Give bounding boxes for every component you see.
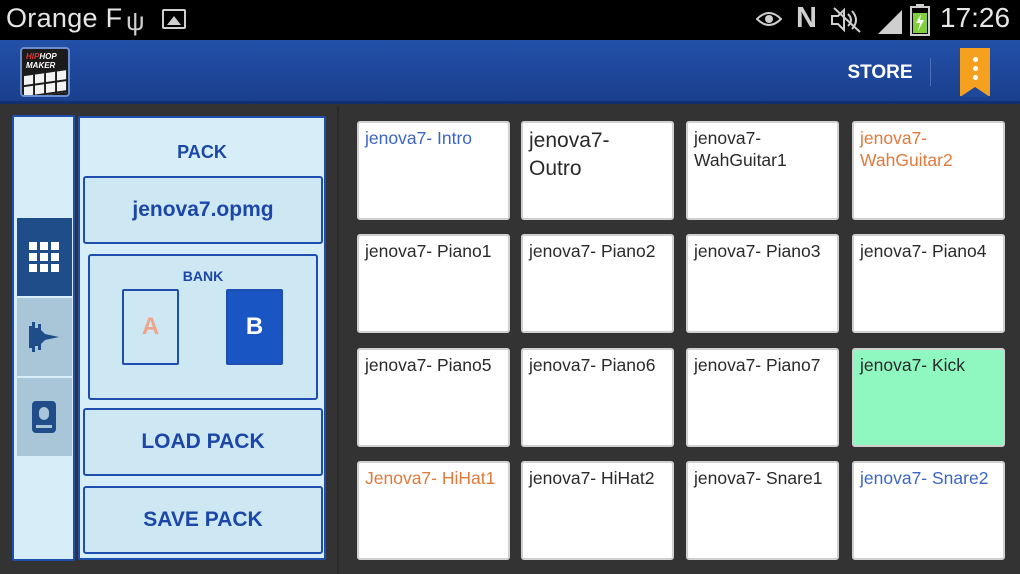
pad-grid-icon — [29, 242, 59, 272]
sample-pad[interactable]: jenova7- Snare2 — [852, 461, 1005, 560]
sample-pad[interactable]: jenova7- Outro — [521, 121, 674, 220]
sample-pad[interactable]: jenova7- Piano6 — [521, 348, 674, 447]
waveform-icon — [29, 322, 59, 352]
sample-pad[interactable]: jenova7- Piano5 — [357, 348, 510, 447]
pack-panel: PACK jenova7.opmg BANK A B LOAD PACK SAV… — [78, 116, 326, 560]
status-bar: Orange F ψ N 17:26 — [0, 0, 1020, 40]
bank-title: BANK — [182, 268, 224, 284]
sample-pad[interactable]: jenova7- Piano3 — [686, 234, 839, 333]
sample-pad[interactable]: jenova7- Kick — [852, 348, 1005, 447]
menu-dot-icon — [973, 75, 978, 80]
sample-pad[interactable]: jenova7- Piano2 — [521, 234, 674, 333]
mute-icon — [831, 7, 861, 33]
rail-tab-record[interactable] — [17, 378, 72, 456]
eye-icon — [756, 12, 782, 26]
sample-pad[interactable]: jenova7- Snare1 — [686, 461, 839, 560]
action-bar: HIPHOP MAKER STORE — [0, 40, 1020, 104]
side-navigation-rail — [12, 115, 75, 561]
panel-divider — [337, 106, 339, 574]
rail-tab-pads[interactable] — [17, 218, 72, 296]
rail-tab-waveform[interactable] — [17, 298, 72, 376]
load-pack-button[interactable]: LOAD PACK — [83, 408, 323, 476]
bank-selector: BANK A B — [88, 254, 318, 400]
sample-pad[interactable]: jenova7- Piano4 — [852, 234, 1005, 333]
save-pack-button[interactable]: SAVE PACK — [83, 486, 323, 554]
clock: 17:26 — [940, 2, 1011, 33]
menu-dot-icon — [973, 66, 978, 71]
bank-a-button[interactable]: A — [122, 289, 179, 365]
bank-b-button[interactable]: B — [226, 289, 283, 365]
battery-charging-icon — [910, 4, 930, 36]
pack-title: PACK — [177, 142, 227, 162]
image-icon — [162, 9, 186, 29]
logo-text: HIPHOP MAKER — [26, 52, 57, 70]
usb-icon: ψ — [126, 6, 145, 36]
record-icon — [32, 401, 56, 433]
sample-pad[interactable]: jenova7- WahGuitar2 — [852, 121, 1005, 220]
logo-grid-graphic — [24, 69, 68, 95]
sample-pad[interactable]: jenova7- HiHat2 — [521, 461, 674, 560]
pack-name-field[interactable]: jenova7.opmg — [83, 176, 323, 244]
store-button[interactable]: STORE — [847, 62, 913, 83]
app-logo[interactable]: HIPHOP MAKER — [20, 47, 70, 97]
sample-pad[interactable]: jenova7- Piano1 — [357, 234, 510, 333]
sample-pad[interactable]: Jenova7- HiHat1 — [357, 461, 510, 560]
sample-pad[interactable]: jenova7- Intro — [357, 121, 510, 220]
action-bar-divider — [930, 58, 931, 86]
overflow-menu-button[interactable] — [960, 48, 990, 97]
menu-dot-icon — [973, 57, 978, 62]
sample-pad[interactable]: jenova7- WahGuitar1 — [686, 121, 839, 220]
signal-icon — [878, 10, 902, 34]
nfc-icon: N — [796, 2, 817, 34]
sample-pad[interactable]: jenova7- Piano7 — [686, 348, 839, 447]
carrier-name: Orange F — [6, 3, 123, 33]
